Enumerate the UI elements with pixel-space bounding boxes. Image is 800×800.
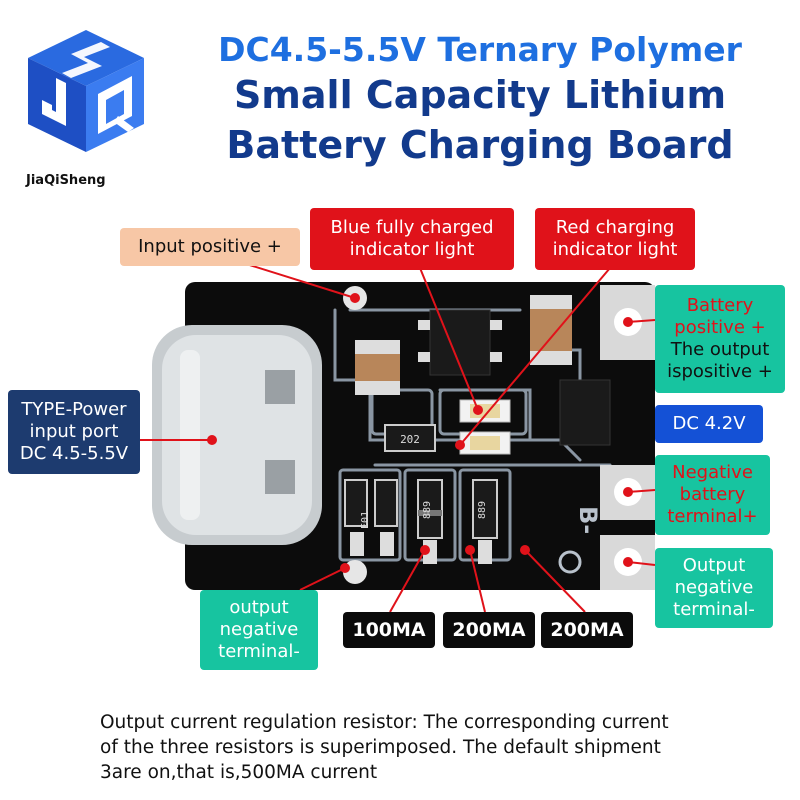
input-positive-label: Input positive + [120, 228, 300, 266]
output-negative-right-label: Output negative terminal- [655, 548, 773, 628]
output-negative-right-line-2: negative [674, 577, 754, 598]
blue-indicator-label: Blue fully charged indicator light [310, 208, 514, 270]
resistor-889-mark-1: 889 [422, 501, 433, 519]
type-power-line-1: TYPE-Power [21, 399, 127, 420]
negative-battery-line-1: Negative [672, 462, 753, 483]
title-line-1: DC4.5-5.5V Ternary Polymer [218, 30, 742, 69]
output-negative-left-line-1: output [229, 597, 289, 618]
title-line-3: Battery Charging Board [226, 123, 734, 167]
dc-voltage-text: DC 4.2V [672, 413, 746, 434]
note-line-1: Output current regulation resistor: The … [100, 712, 669, 733]
blue-indicator-line-1: Blue fully charged [330, 217, 494, 238]
output-negative-left-label: output negative terminal- [200, 590, 318, 670]
title-line-2: Small Capacity Lithium [233, 73, 727, 117]
negative-battery-label: Negative battery terminal+ [655, 455, 770, 535]
red-indicator-line-2: indicator light [552, 239, 678, 260]
type-power-label: TYPE-Power input port DC 4.5-5.5V [8, 390, 140, 474]
output-negative-left-line-3: terminal- [218, 641, 300, 662]
current-100ma-label: 100MA [343, 612, 435, 648]
output-negative-right-line-1: Output [682, 555, 746, 576]
brand-name: JiaQiSheng [26, 173, 106, 188]
note-line-2: of the three resistors is superimposed. … [100, 737, 661, 758]
silk-b-minus: B- [574, 506, 602, 534]
resistor-note: Output current regulation resistor: The … [100, 710, 760, 785]
blue-indicator-line-2: indicator light [349, 239, 475, 260]
battery-positive-line-4: ispositive + [667, 361, 773, 382]
resistor-e01-mark: E01 [360, 511, 371, 529]
current-100ma-text: 100MA [352, 619, 426, 641]
current-200ma-label-2: 200MA [541, 612, 633, 648]
charging-board-photo: 202 E01 889 889 B- [152, 282, 655, 590]
red-indicator-line-1: Red charging [555, 217, 675, 238]
current-200ma-label-1: 200MA [443, 612, 535, 648]
type-power-line-3: DC 4.5-5.5V [19, 443, 129, 464]
input-positive-text: Input positive + [138, 236, 282, 257]
current-200ma-text-2: 200MA [550, 619, 624, 641]
red-indicator-label: Red charging indicator light [535, 208, 695, 270]
resistor-202-mark: 202 [400, 433, 420, 446]
note-line-3: 3are on,that is,500MA current [100, 762, 378, 783]
resistor-889-mark-2: 889 [477, 501, 488, 519]
dc-voltage-badge: DC 4.2V [655, 405, 763, 443]
output-negative-right-line-3: terminal- [673, 599, 755, 620]
type-power-line-2: input port [29, 421, 119, 442]
battery-positive-line-2: positive + [674, 317, 766, 338]
negative-battery-line-3: terminal+ [667, 506, 758, 527]
battery-positive-label: Battery positive + The output ispositive… [655, 285, 785, 393]
battery-positive-line-1: Battery [686, 295, 754, 316]
current-200ma-text-1: 200MA [452, 619, 526, 641]
output-negative-left-line-2: negative [219, 619, 299, 640]
product-title: DC4.5-5.5V Ternary Polymer Small Capacit… [180, 30, 780, 170]
brand-logo: JiaQiSheng [26, 30, 146, 188]
battery-positive-line-3: The output [670, 339, 770, 360]
negative-battery-line-2: battery [679, 484, 746, 505]
